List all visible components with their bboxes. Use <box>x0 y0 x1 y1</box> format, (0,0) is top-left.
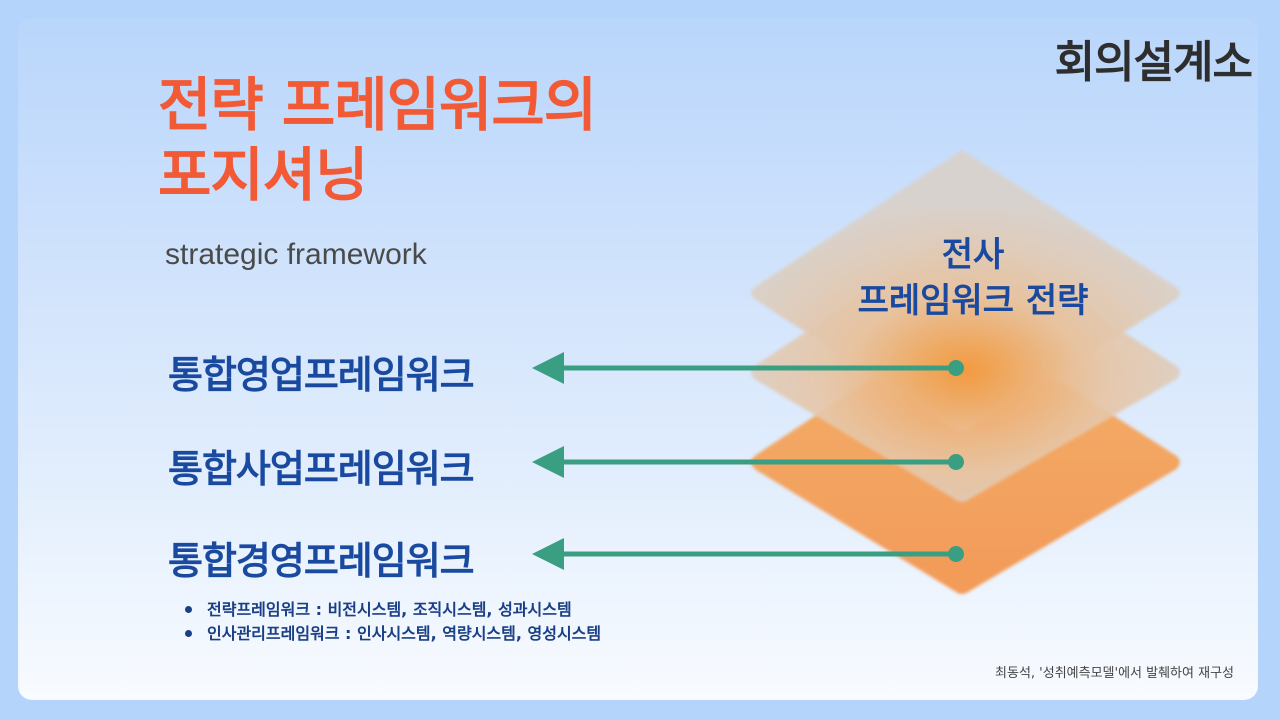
bullet-dot-icon <box>185 606 192 613</box>
arrow-2 <box>532 446 964 478</box>
framework-label-management: 통합경영프레임워크 <box>168 539 475 583</box>
source-note: 최동석, '성취예측모델'에서 발췌하여 재구성 <box>995 666 1234 681</box>
title-line-1: 전략 프레임워크의 <box>158 71 597 139</box>
slide-title: 전략 프레임워크의 포지셔닝 <box>158 70 597 210</box>
top-layer-label: 전사 프레임워크 전략 <box>813 232 1133 324</box>
bullet-text: 인사관리프레임워크 : 인사시스템, 역량시스템, 영성시스템 <box>207 624 602 643</box>
arrow-1 <box>532 352 964 384</box>
bullet-list: 전략프레임워크 : 비전시스템, 조직시스템, 성과시스템 인사관리프레임워크 … <box>185 598 601 646</box>
layer-top <box>751 150 1180 432</box>
bullet-dot-icon <box>185 630 192 637</box>
top-layer-label-line-2: 프레임워크 전략 <box>857 281 1089 321</box>
framework-label-sales: 통합영업프레임워크 <box>168 353 475 397</box>
bullet-item: 전략프레임워크 : 비전시스템, 조직시스템, 성과시스템 <box>185 598 601 622</box>
slide-subtitle: strategic framework <box>165 238 427 271</box>
top-layer-label-line-1: 전사 <box>941 235 1005 275</box>
brand-logo: 회의설계소 <box>1054 26 1253 90</box>
bullet-text: 전략프레임워크 : 비전시스템, 조직시스템, 성과시스템 <box>207 600 572 619</box>
bullet-item: 인사관리프레임워크 : 인사시스템, 역량시스템, 영성시스템 <box>185 622 601 646</box>
framework-label-business: 통합사업프레임워크 <box>168 447 475 491</box>
arrow-3 <box>532 538 964 570</box>
logo-text: 회의설계소 <box>1054 37 1253 88</box>
title-line-2: 포지셔닝 <box>158 141 368 209</box>
